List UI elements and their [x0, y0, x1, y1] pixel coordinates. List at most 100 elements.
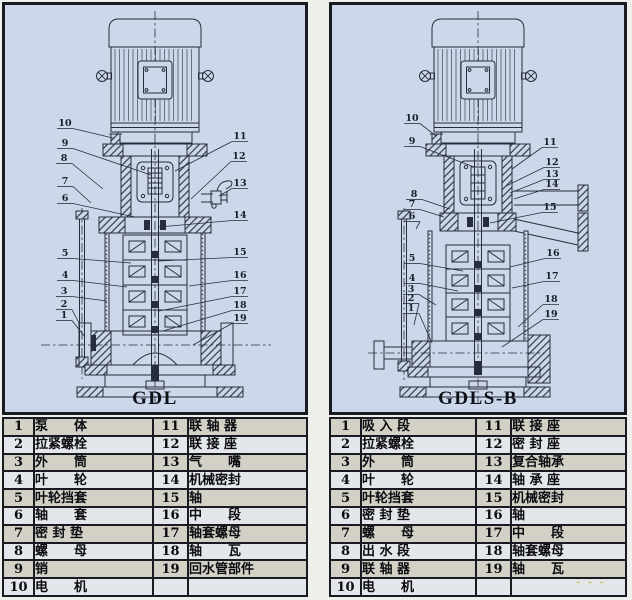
part-number-cell — [475, 577, 512, 597]
callout-leader-line — [419, 146, 475, 168]
callout-leader-line — [489, 212, 543, 224]
part-name-cell: 中 段 — [510, 523, 627, 544]
callout-leader-line — [71, 163, 104, 190]
callout-leader-line — [419, 263, 464, 272]
callout-leader-line — [517, 304, 544, 328]
callout-leader-line — [509, 258, 546, 268]
part-name-cell: 出 水 段 — [360, 541, 477, 562]
callout-number: 18 — [544, 294, 558, 305]
part-number-cell: 15 — [152, 488, 189, 508]
callout-leader-line — [418, 313, 433, 344]
callout-number: 13 — [545, 169, 558, 180]
part-name-cell: 联 接 座 — [510, 417, 627, 437]
gdlsb-pump-drawing — [368, 11, 589, 403]
part-name-cell: 密 封 垫 — [33, 523, 154, 544]
part-name-cell: 拉紧螺栓 — [33, 434, 154, 455]
part-name-cell: 轴 — [187, 488, 308, 508]
part-number-cell: 13 — [475, 452, 512, 473]
part-name-cell: 回水管部件 — [187, 559, 308, 580]
callout-leader-line — [158, 220, 233, 228]
part-name-cell: 密 封 垫 — [360, 505, 477, 526]
part-name-cell: 叶轮挡套 — [33, 488, 154, 508]
part-number-cell: 11 — [475, 417, 512, 437]
part-number-cell: 12 — [152, 434, 189, 455]
part-number-cell: 2 — [329, 434, 362, 455]
callout-number: 15 — [543, 202, 556, 213]
part-name-cell: 泵 体 — [33, 417, 154, 437]
gdl-caption: GDL — [132, 388, 178, 409]
part-number-cell: 19 — [475, 559, 512, 580]
part-number-cell: 19 — [152, 559, 189, 580]
callout-leader-line — [413, 303, 420, 326]
callout-number: 6 — [62, 193, 69, 204]
callout-number: 6 — [409, 211, 416, 222]
part-name-cell: 电 机 — [360, 577, 477, 597]
part-number-cell: 2 — [2, 434, 35, 455]
part-number-cell: 17 — [475, 523, 512, 544]
callout-number: 1 — [61, 310, 68, 321]
part-name-cell: 轴 套 — [33, 505, 154, 526]
part-number-cell: 14 — [152, 470, 189, 491]
callout-number: 9 — [409, 136, 416, 147]
callout-number: 13 — [233, 178, 246, 189]
callout-leader-line — [419, 283, 459, 292]
callout-number: 4 — [62, 270, 69, 281]
part-number-cell: 9 — [2, 559, 35, 580]
part-number-cell: 7 — [329, 523, 362, 544]
gdl-pump-drawing — [41, 11, 271, 403]
part-name-cell: 外 筒 — [33, 452, 154, 473]
callout-number: 17 — [233, 286, 246, 297]
callout-number: 2 — [61, 299, 68, 310]
callout-number: 16 — [546, 248, 560, 259]
part-name-cell: 轴 承 座 — [510, 470, 627, 491]
part-number-cell: 15 — [475, 488, 512, 508]
callout-leader-line — [174, 141, 233, 172]
callout-leader-line — [158, 257, 233, 262]
part-name-cell: 气 嘴 — [187, 452, 308, 473]
callout-number: 3 — [408, 284, 415, 295]
part-name-cell: 轴 — [510, 505, 627, 526]
part-name-cell: 销 — [33, 559, 154, 580]
part-name-cell: 叶 轮 — [33, 470, 154, 491]
callout-leader-line — [419, 209, 445, 218]
part-name-cell: 拉紧螺栓 — [360, 434, 477, 455]
callout-leader-line — [190, 161, 232, 200]
callout-number: 14 — [545, 179, 559, 190]
stray-watermark-dashes: – – – — [576, 578, 606, 588]
gdlsb-caption: GDLS-B — [438, 388, 518, 409]
part-number-cell: 18 — [475, 541, 512, 562]
part-name-cell: 轴套螺母 — [187, 523, 308, 544]
part-number-cell: 8 — [2, 541, 35, 562]
part-number-cell: 6 — [2, 505, 35, 526]
part-name-cell: 密 封 座 — [510, 434, 627, 455]
callout-number: 4 — [409, 273, 416, 284]
part-number-cell: 12 — [475, 434, 512, 455]
part-name-cell: 联 接 座 — [187, 434, 308, 455]
part-number-cell: 10 — [329, 577, 362, 597]
callout-number: 9 — [62, 138, 69, 149]
part-number-cell: 13 — [152, 452, 189, 473]
callout-leader-line — [72, 128, 114, 139]
part-name-cell: 中 段 — [187, 505, 308, 526]
callout-number: 17 — [545, 271, 558, 282]
part-name-cell: 联 轴 器 — [187, 417, 308, 437]
callout-leader-line — [511, 147, 543, 170]
part-number-cell: 1 — [2, 417, 35, 437]
part-name-cell: 叶轮挡套 — [360, 488, 477, 508]
callout-number: 3 — [61, 286, 68, 297]
